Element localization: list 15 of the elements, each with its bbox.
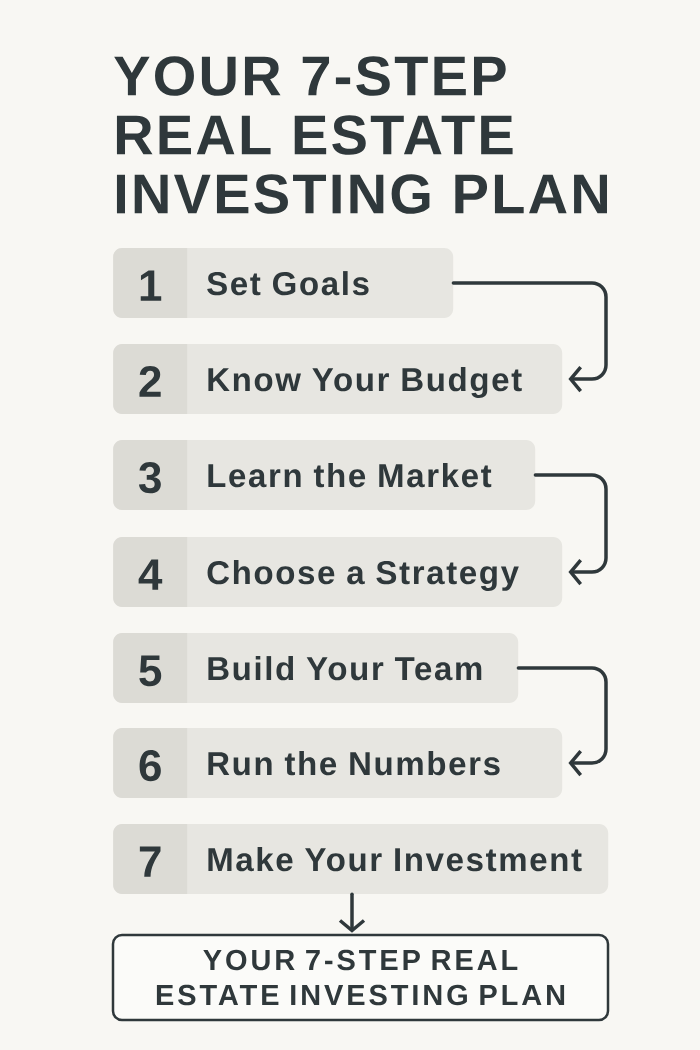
step-label: Make Your Investment <box>208 847 582 872</box>
step-number: 6 <box>139 750 161 782</box>
step-number: 7 <box>139 846 161 877</box>
step-label: Choose a Strategy <box>207 560 519 591</box>
title: YOUR 7-STEP REAL ESTATE INVESTING PLAN <box>114 56 607 214</box>
step-label: Run the Numbers <box>208 751 500 776</box>
step-number: 3 <box>138 462 161 494</box>
step-number: 4 <box>138 559 163 590</box>
step-number: 5 <box>139 655 162 687</box>
step-label: Build Your Team <box>208 656 482 681</box>
step-label: Know Your Budget <box>208 367 522 398</box>
step-number: 1 <box>140 270 162 301</box>
step-number: 2 <box>139 366 161 397</box>
step-label: Learn the Market <box>208 463 492 488</box>
step-label: Set Goals <box>207 271 369 296</box>
